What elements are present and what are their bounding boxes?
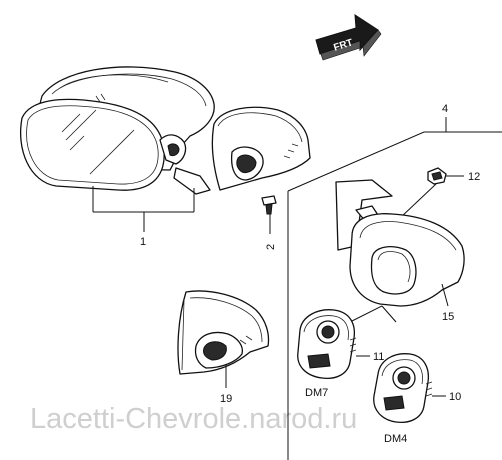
callout-19: 19 <box>220 393 232 405</box>
mirror-assembly-part-1 <box>20 66 215 195</box>
switch-part-11-dm7 <box>297 305 397 380</box>
variant-label-dm7: DM7 <box>305 387 328 399</box>
callout-4: 4 <box>442 103 448 115</box>
callout-1-bracket <box>92 186 195 232</box>
part-4-group-box <box>287 117 502 460</box>
callout-10: 10 <box>449 391 461 403</box>
inner-trim-part-19 <box>177 290 270 388</box>
callout-15: 15 <box>442 311 454 323</box>
front-direction-label: FRT <box>332 37 354 53</box>
variant-label-dm4: DM4 <box>384 433 407 445</box>
mirror-base-cover <box>211 106 311 191</box>
switch-part-10-dm4 <box>373 353 446 424</box>
callout-12: 12 <box>468 171 480 183</box>
callout-1: 1 <box>140 236 146 248</box>
watermark: Lacetti-Chevrole.narod.ru <box>30 403 357 435</box>
callout-11: 11 <box>373 351 384 363</box>
screw-part-2 <box>261 195 277 234</box>
front-direction-arrow: FRT <box>315 14 382 61</box>
clip-part-12 <box>399 167 464 219</box>
callout-2: 2 <box>265 244 277 250</box>
inner-cover-part-15 <box>335 179 465 307</box>
